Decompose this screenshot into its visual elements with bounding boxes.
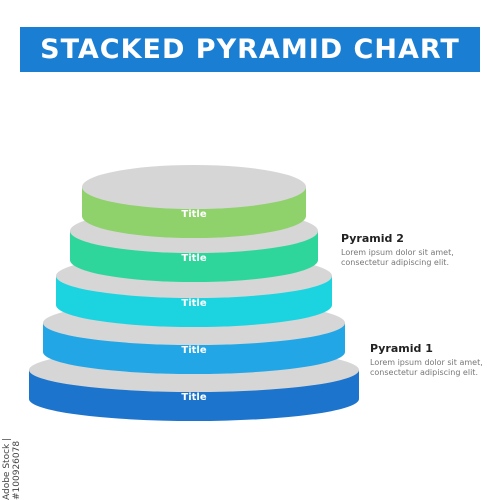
page-title: STACKED PYRAMID CHART: [40, 34, 460, 65]
layer-label: Title: [181, 392, 206, 403]
title-banner: STACKED PYRAMID CHART: [20, 27, 480, 72]
layer-label: Title: [181, 253, 206, 264]
pyramid-layer-1: Title: [82, 165, 306, 238]
annotation-text: Lorem ipsum dolor sit amet, consectetur …: [370, 358, 483, 377]
layer-top: [82, 165, 306, 209]
layer-label: Title: [181, 345, 206, 356]
annotation-text: Lorem ipsum dolor sit amet, consectetur …: [341, 248, 454, 267]
annotation-pyramid-1: Pyramid 1 Lorem ipsum dolor sit amet, co…: [370, 342, 500, 378]
layer-label: Title: [181, 209, 206, 220]
annotation-title: Pyramid 1: [370, 342, 433, 355]
annotation-pyramid-2: Pyramid 2 Lorem ipsum dolor sit amet, co…: [341, 232, 481, 268]
stock-watermark: Adobe Stock | #100926078: [2, 437, 22, 500]
annotation-title: Pyramid 2: [341, 232, 404, 245]
layer-label: Title: [181, 298, 206, 309]
